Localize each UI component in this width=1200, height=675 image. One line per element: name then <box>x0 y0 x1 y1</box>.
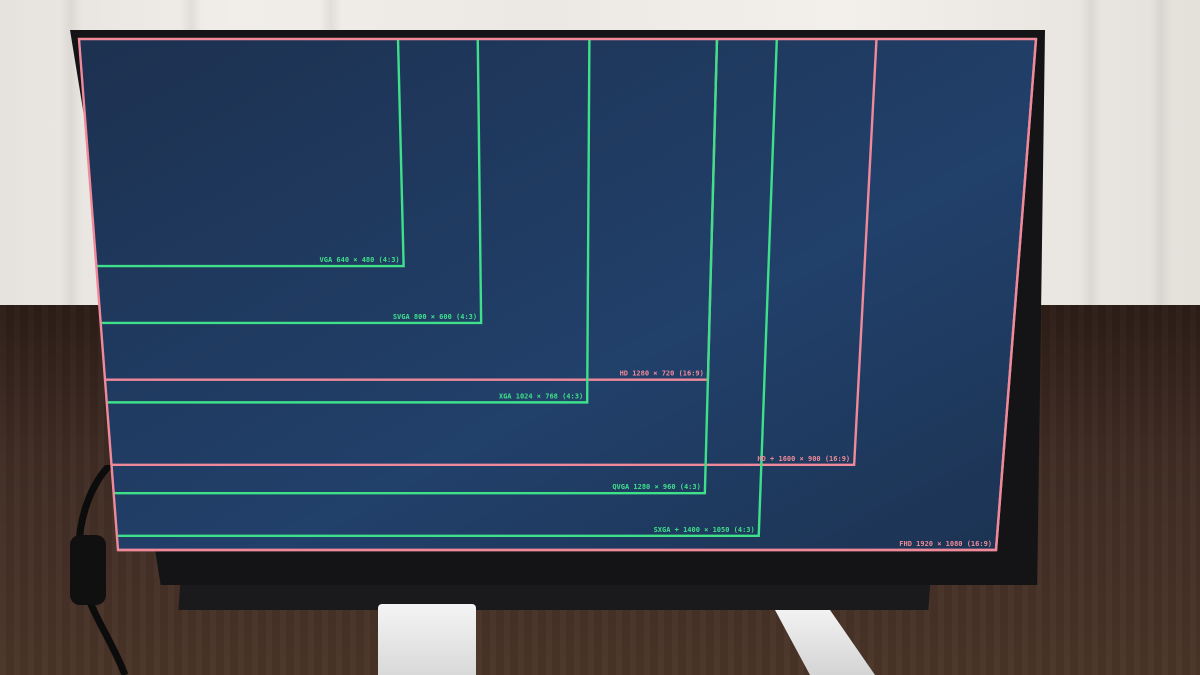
vga-label: VGA 640 × 480 (4:3) <box>320 256 400 264</box>
qvga-label: QVGA 1280 × 960 (4:3) <box>612 483 701 491</box>
hd-label: HD 1280 × 720 (16:9) <box>620 370 704 378</box>
sxga-plus-label: SXGA + 1400 × 1050 (4:3) <box>654 526 755 534</box>
svga-label: SVGA 800 × 600 (4:3) <box>393 313 477 321</box>
fhd-label: FHD 1920 × 1080 (16:9) <box>899 540 992 548</box>
xga-label: XGA 1024 × 768 (4:3) <box>499 392 583 400</box>
hd-plus-label: HD + 1600 × 900 (16:9) <box>757 455 850 463</box>
screen-background <box>79 39 1036 550</box>
